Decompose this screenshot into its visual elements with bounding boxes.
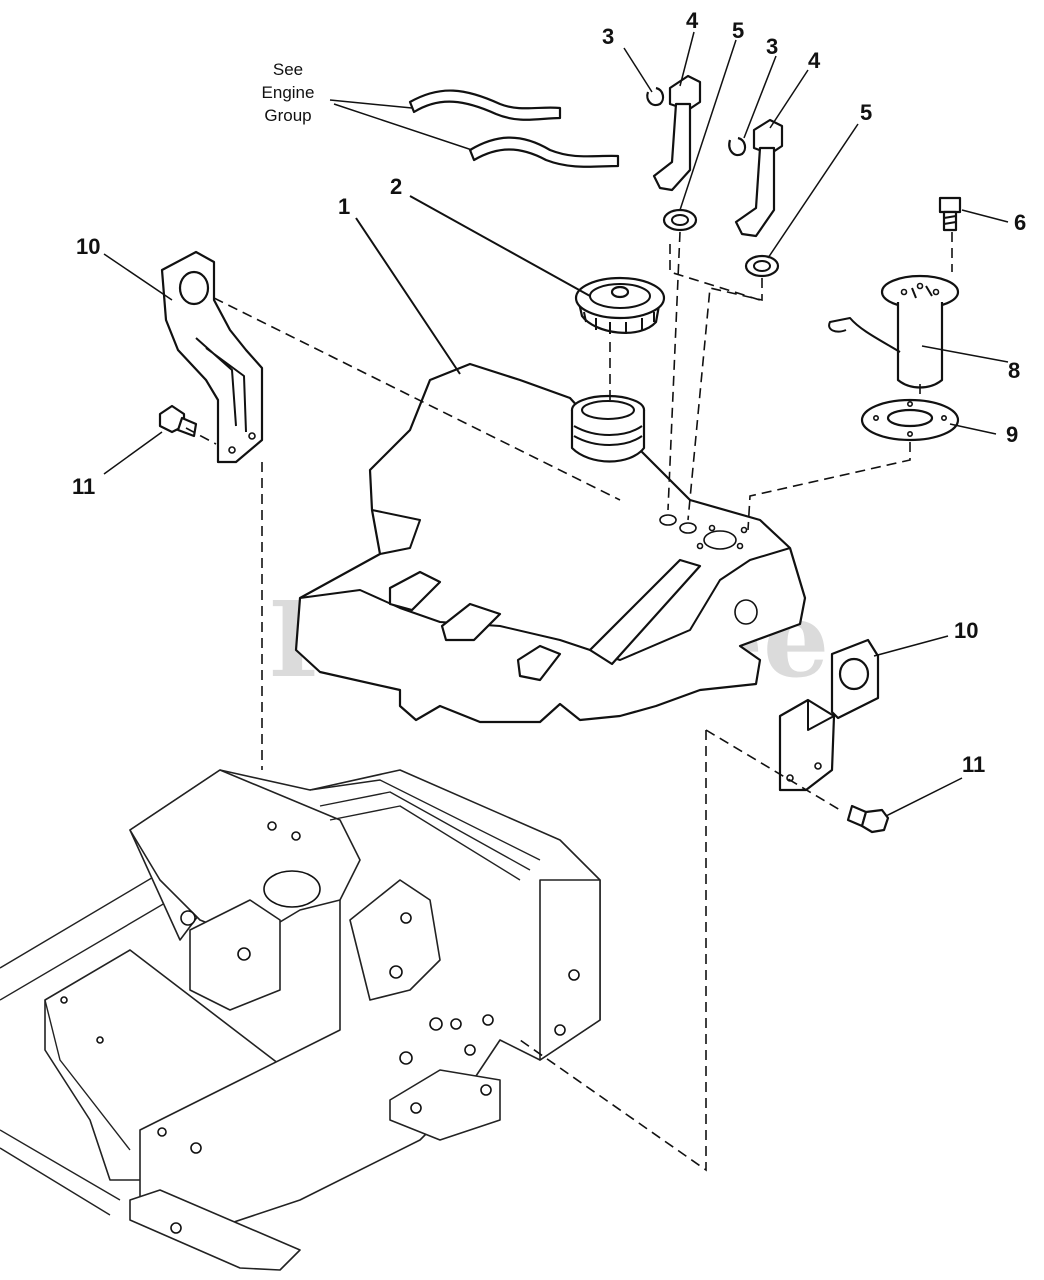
vent-assembly-left [646, 74, 702, 232]
callout-2: 2 [390, 174, 402, 199]
callout-11-left: 11 [72, 474, 95, 499]
bracket-left [160, 250, 264, 464]
assembly-lines [185, 231, 953, 1172]
gasket [860, 398, 960, 442]
fuel-hoses [408, 89, 620, 168]
callout-9: 9 [1006, 422, 1018, 447]
fuel-cap [574, 276, 666, 334]
leader-lines [103, 31, 1009, 817]
callout-11-right: 11 [962, 752, 985, 777]
callout-4-left: 4 [686, 8, 699, 33]
engine-group-note: See Engine Group [262, 60, 315, 125]
vent-assembly-right [728, 118, 784, 278]
callout-4-right: 4 [808, 48, 821, 73]
callout-1: 1 [338, 194, 350, 219]
callout-3-right: 3 [766, 34, 778, 59]
note-line-1: See [273, 60, 303, 79]
note-line-3: Group [264, 106, 311, 125]
callouts: 1 2 3 3 4 4 5 5 6 8 9 10 10 11 11 [72, 8, 1026, 777]
note-line-2: Engine [262, 83, 315, 102]
bolt-right [846, 804, 890, 834]
callout-3-left: 3 [602, 24, 614, 49]
callout-5-right: 5 [860, 100, 872, 125]
callout-10-right: 10 [954, 618, 978, 643]
tractor-frame [0, 769, 601, 1271]
callout-10-left: 10 [76, 234, 100, 259]
callout-5-left: 5 [732, 18, 744, 43]
fuel-tank [294, 362, 807, 724]
bracket-right [778, 638, 880, 792]
screw [938, 196, 962, 232]
callout-6: 6 [1014, 210, 1026, 235]
bolt-left [158, 404, 198, 438]
fuel-sender [828, 274, 960, 389]
callout-8: 8 [1008, 358, 1020, 383]
